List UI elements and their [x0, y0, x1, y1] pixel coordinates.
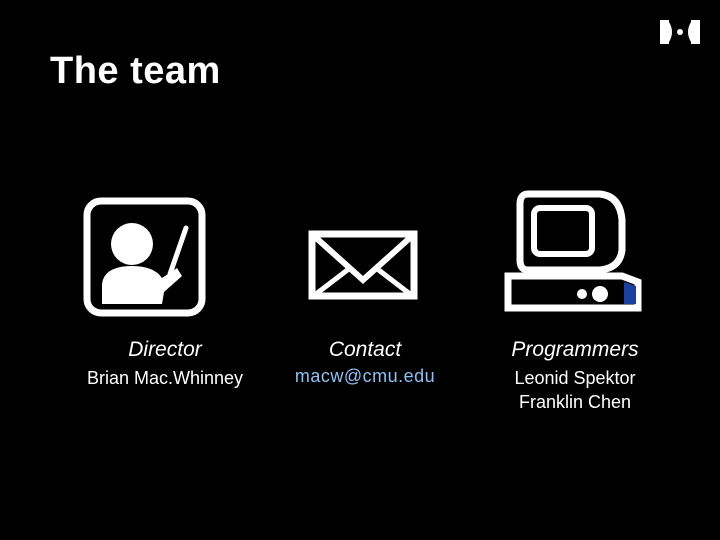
logo-icon: [660, 20, 700, 44]
slide-title: The team: [50, 50, 221, 92]
contact-role-label: Contact: [328, 338, 402, 361]
director-name: Brian Mac.Whinney: [86, 368, 244, 388]
contact-column: Contact macw@cmu.edu: [270, 0, 460, 540]
envelope-icon: [308, 230, 418, 300]
programmers-column: Programmers Leonid Spektor Franklin Chen: [480, 0, 670, 540]
teacher-pointer-icon: [83, 197, 206, 317]
director-column: Director Brian Mac.Whinney: [40, 0, 290, 540]
computer-icon: [504, 190, 642, 312]
programmer-name: Leonid Spektor: [514, 368, 636, 388]
director-role-label: Director: [128, 338, 202, 361]
contact-email-link[interactable]: macw@cmu.edu: [294, 366, 436, 386]
programmers-names: Leonid Spektor Franklin Chen: [480, 366, 670, 414]
programmers-role-label: Programmers: [511, 338, 639, 361]
programmer-name: Franklin Chen: [518, 392, 632, 412]
